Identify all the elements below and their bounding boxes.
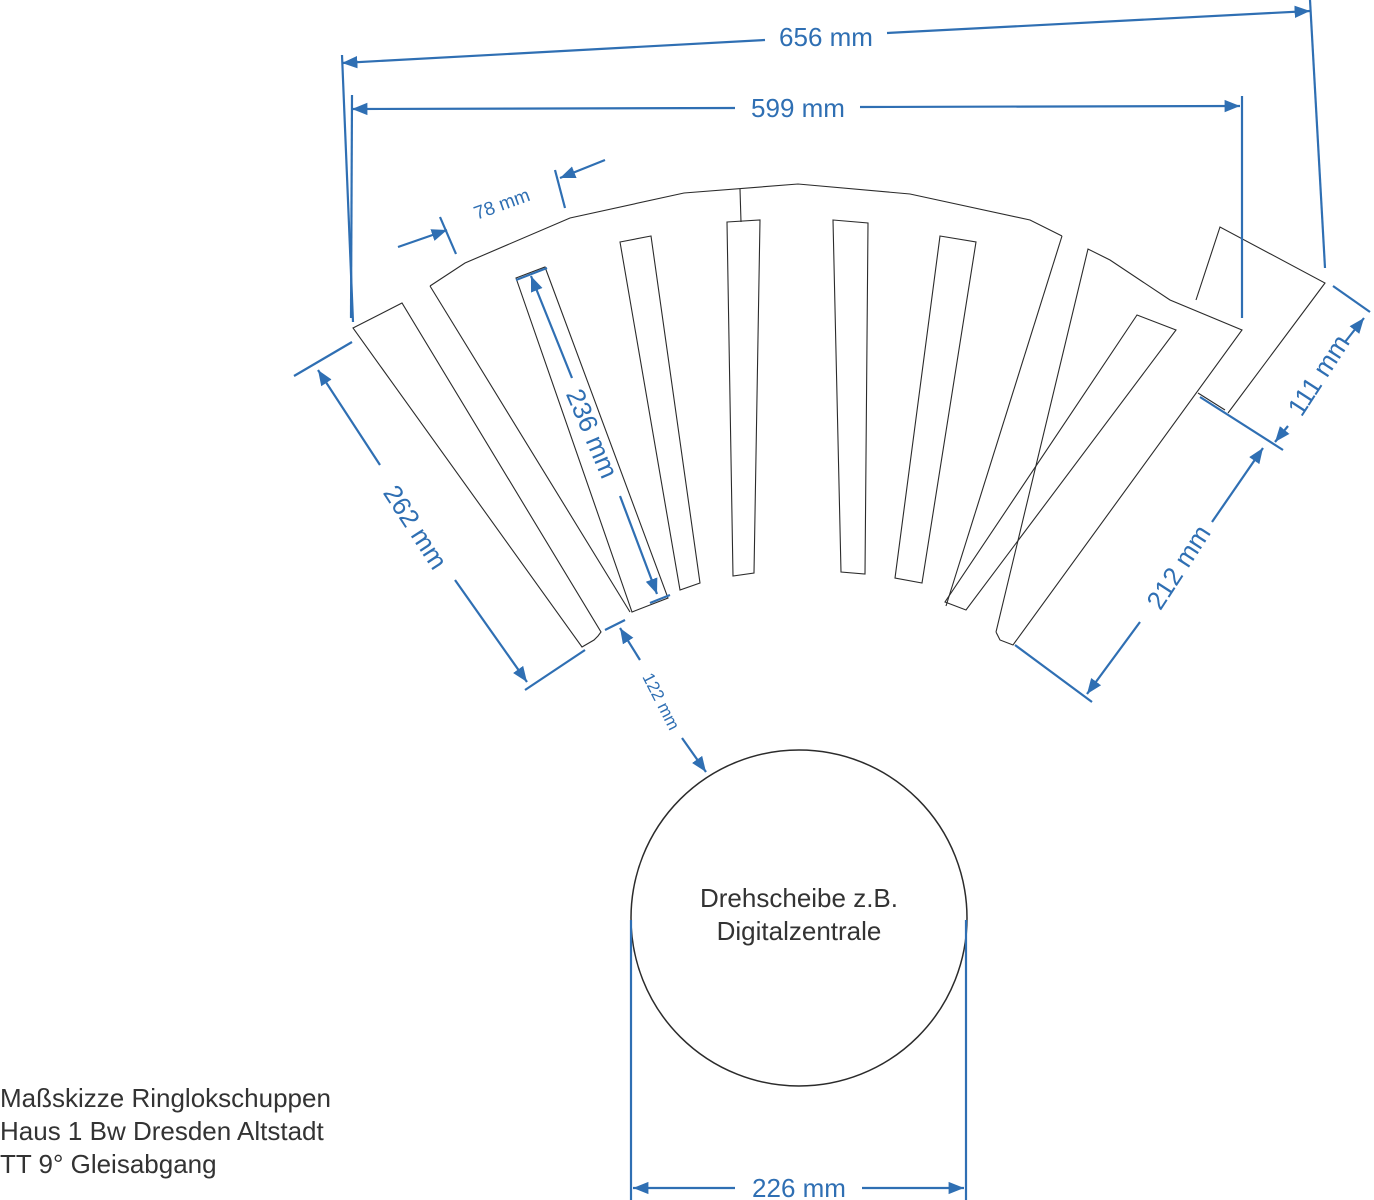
dim-left-building-length: 262 mm [293, 341, 586, 691]
main-shed [429, 183, 1063, 613]
caption-line-3: TT 9° Gleisabgang [0, 1149, 217, 1179]
left-building [352, 302, 602, 648]
stall-5 [894, 235, 977, 584]
dim-111-label: 111 mm [1281, 329, 1355, 421]
dim-656-label: 656 mm [779, 22, 873, 52]
turntable: Drehscheibe z.B. Digitalzentrale [630, 749, 968, 1087]
dim-212-label: 212 mm [1140, 520, 1216, 615]
turntable-label-line2: Digitalzentrale [717, 916, 882, 946]
dim-turntable-gap: 122 mm [604, 619, 707, 773]
dim-226-label: 226 mm [752, 1173, 846, 1200]
caption-line-1: Maßskizze Ringlokschuppen [0, 1083, 331, 1113]
dim-stall-length: 236 mm [515, 266, 671, 605]
drawing-caption: Maßskizze Ringlokschuppen Haus 1 Bw Dres… [0, 1082, 331, 1181]
right-building [944, 248, 1243, 646]
stall-3 [726, 219, 761, 577]
dim-overall-width: 656 mm [340, 0, 1327, 323]
dim-stall-spacing: 78 mm [397, 158, 606, 255]
turntable-label-line1: Drehscheibe z.B. [700, 883, 898, 913]
stall-6 [944, 314, 1177, 611]
dim-78-label: 78 mm [471, 185, 533, 225]
dim-turntable-diameter: 226 mm [629, 920, 968, 1200]
stall-2 [619, 235, 701, 591]
divider-line [739, 188, 742, 223]
dim-annex-length: 111 mm [1274, 285, 1371, 443]
dim-122-label: 122 mm [638, 670, 683, 733]
dim-right-building-length: 212 mm [1014, 396, 1284, 703]
dim-599-label: 599 mm [751, 93, 845, 123]
dim-262-label: 262 mm [377, 480, 453, 575]
stall-1 [515, 266, 669, 613]
dim-shed-width: 599 mm [349, 93, 1244, 319]
stall-4 [832, 219, 869, 575]
caption-line-2: Haus 1 Bw Dresden Altstadt [0, 1116, 324, 1146]
annex-building [1195, 226, 1326, 414]
